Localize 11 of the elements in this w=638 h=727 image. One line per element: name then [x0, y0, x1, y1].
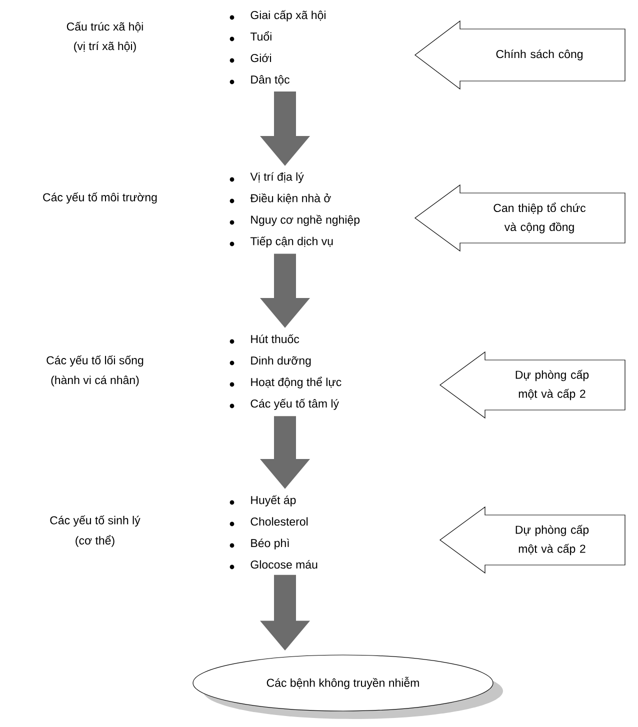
side-label: (hành vi cá nhân) — [51, 376, 139, 386]
side-label: Các yếu tố sinh lý — [50, 515, 140, 527]
side-label: (cơ thể) — [76, 535, 114, 547]
bullet-list: Vị trí địa lý Điều kiện nhà ở Nguy cơ nghề nghiệp Tiếp cận dịch vụ — [250, 172, 360, 248]
bullet-list: Hút thuốc Dinh dưỡng Hoạt động thể lực Các yếu tố tâm lý — [250, 334, 342, 410]
bullet-list: Giai cấp xã hội Tuổi Giới Dân tộc — [250, 10, 326, 86]
side-label: (vị trí xã hội) — [74, 42, 136, 52]
side-label: Các yếu tố lối sống — [46, 355, 144, 367]
bullet-list: Huyết áp Cholesterol Béo phì Glocose máu — [250, 495, 318, 569]
side-label: Các yếu tố môi trường — [43, 192, 157, 204]
side-label: Cấu trúc xã hội — [66, 22, 143, 32]
